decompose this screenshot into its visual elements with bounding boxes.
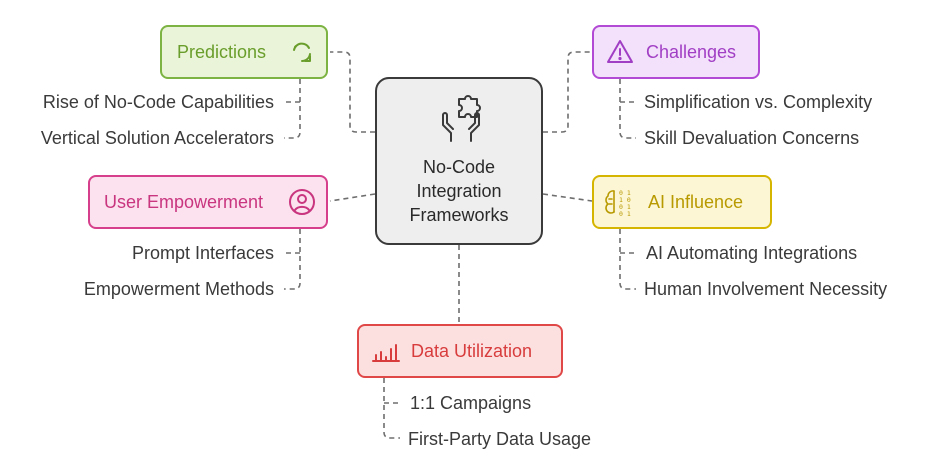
- connector-ai-influence-leaves: [619, 229, 636, 290]
- connector-challenges: [543, 51, 592, 133]
- svg-text:0 1: 0 1: [619, 210, 631, 217]
- ai-brain-binary-icon: 0 1 1 0 0 1 0 1: [605, 189, 631, 217]
- connector-user-empowerment: [329, 193, 376, 202]
- svg-text:0 1: 0 1: [619, 189, 631, 197]
- category-label: Challenges: [646, 41, 737, 62]
- leaf-ai-automating: AI Automating Integrations: [646, 243, 858, 263]
- leaf-empowerment-methods: Empowerment Methods: [83, 279, 274, 299]
- category-predictions: Predictions: [160, 25, 328, 79]
- category-ai-influence: 0 1 1 0 0 1 0 1 AI Influence: [592, 175, 772, 229]
- leaf-simplification-complexity: Simplification vs. Complexity: [644, 92, 873, 112]
- bar-chart-icon: [372, 344, 400, 362]
- user-circle-icon: [289, 189, 315, 215]
- svg-text:1 0: 1 0: [619, 196, 631, 204]
- connector-ai-influence: [542, 193, 593, 202]
- category-label: Data Utilization: [411, 340, 533, 361]
- center-title-line: Integration: [416, 181, 502, 201]
- connector-predictions-leaves: [284, 79, 301, 139]
- connector-data-utilization-leaves: [383, 378, 400, 439]
- center-title-line: No-Code: [422, 157, 496, 177]
- refresh-arrow-icon: [293, 42, 311, 63]
- hands-puzzle-icon: [442, 95, 481, 142]
- leaf-first-party-data: First-Party Data Usage: [408, 429, 592, 449]
- leaf-prompt-interfaces: Prompt Interfaces: [131, 243, 274, 263]
- category-challenges: Challenges: [592, 25, 760, 79]
- category-label: Predictions: [177, 41, 267, 62]
- connector-predictions: [330, 51, 375, 133]
- category-label: User Empowerment: [104, 191, 264, 212]
- leaf-skill-devaluation: Skill Devaluation Concerns: [644, 128, 860, 148]
- warning-triangle-icon: [607, 40, 633, 63]
- connector-challenges-leaves: [619, 79, 636, 139]
- connector-user-empowerment-leaves: [284, 229, 301, 290]
- center-node: No-Code Integration Frameworks: [375, 77, 543, 245]
- leaf-one-to-one-campaigns: 1:1 Campaigns: [410, 393, 532, 413]
- category-user-empowerment: User Empowerment: [88, 175, 328, 229]
- leaf-rise-no-code: Rise of No-Code Capabilities: [42, 92, 274, 112]
- svg-text:0 1: 0 1: [619, 203, 631, 211]
- category-label: AI Influence: [648, 191, 744, 212]
- center-title: No-Code Integration Frameworks: [377, 155, 541, 227]
- leaf-vertical-accelerators: Vertical Solution Accelerators: [40, 128, 274, 148]
- leaf-human-involvement: Human Involvement Necessity: [644, 279, 888, 299]
- category-data-utilization: Data Utilization: [357, 324, 563, 378]
- center-title-line: Frameworks: [409, 205, 509, 225]
